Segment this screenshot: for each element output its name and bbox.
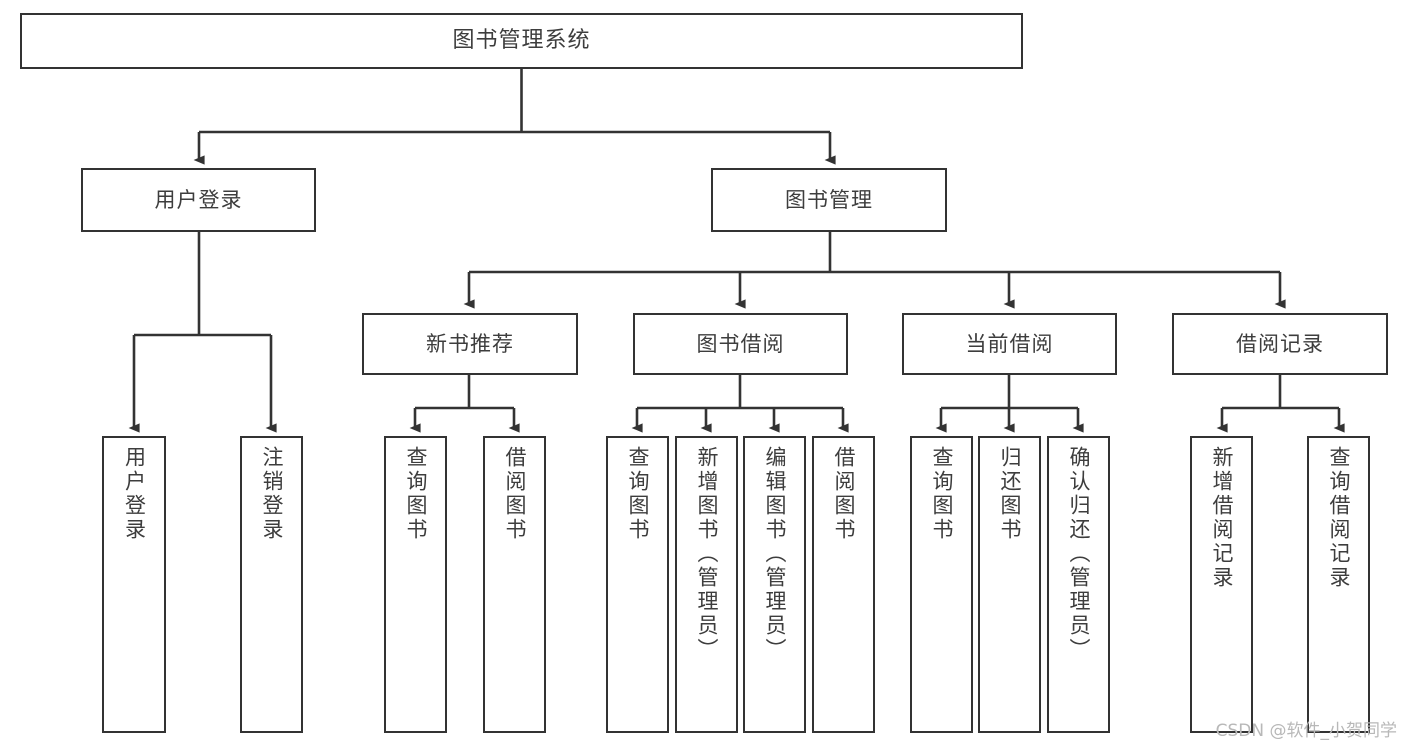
node-borrow-record-label: 借阅记录 xyxy=(1236,331,1324,356)
csdn-watermark: CSDN @软件_小贺同学 xyxy=(1215,721,1397,741)
node-leaf-return-book-label: 归还图书 xyxy=(998,446,1022,542)
node-leaf-query-book-3-label: 查询图书 xyxy=(930,446,954,542)
node-book-manage[interactable]: 图书管理 xyxy=(711,168,947,232)
node-user-login[interactable]: 用户登录 xyxy=(81,168,316,232)
node-leaf-query-book-2-label: 查询图书 xyxy=(626,446,650,542)
node-user-login-label: 用户登录 xyxy=(154,187,243,212)
node-current-borrow[interactable]: 当前借阅 xyxy=(902,313,1117,375)
node-leaf-query-book-3[interactable]: 查询图书 xyxy=(910,436,973,733)
node-new-book-recommend-label: 新书推荐 xyxy=(426,331,514,356)
node-book-manage-label: 图书管理 xyxy=(785,187,873,212)
node-leaf-add-record-label: 新增借阅记录 xyxy=(1210,446,1234,590)
node-leaf-query-record-label: 查询借阅记录 xyxy=(1327,446,1351,590)
node-leaf-query-book-2[interactable]: 查询图书 xyxy=(606,436,669,733)
node-leaf-edit-book-label: 编辑图书（管理员） xyxy=(763,446,787,662)
node-leaf-add-book[interactable]: 新增图书（管理员） xyxy=(675,436,738,733)
node-leaf-borrow-book-2[interactable]: 借阅图书 xyxy=(812,436,875,733)
node-root-label: 图书管理系统 xyxy=(452,28,591,54)
node-leaf-edit-book[interactable]: 编辑图书（管理员） xyxy=(743,436,806,733)
node-leaf-borrow-book-2-label: 借阅图书 xyxy=(832,446,856,542)
node-new-book-recommend[interactable]: 新书推荐 xyxy=(362,313,578,375)
node-current-borrow-label: 当前借阅 xyxy=(965,331,1054,356)
node-leaf-user-login-label: 用户登录 xyxy=(122,446,147,542)
node-leaf-query-book-1[interactable]: 查询图书 xyxy=(384,436,447,733)
node-book-borrow-label: 图书借阅 xyxy=(696,331,785,356)
node-leaf-add-book-label: 新增图书（管理员） xyxy=(695,446,719,662)
node-borrow-record[interactable]: 借阅记录 xyxy=(1172,313,1388,375)
node-leaf-confirm-return-label: 确认归还（管理员） xyxy=(1067,446,1091,662)
node-book-borrow[interactable]: 图书借阅 xyxy=(633,313,848,375)
node-leaf-confirm-return[interactable]: 确认归还（管理员） xyxy=(1047,436,1110,733)
node-leaf-add-record[interactable]: 新增借阅记录 xyxy=(1190,436,1253,733)
node-leaf-return-book[interactable]: 归还图书 xyxy=(978,436,1041,733)
node-leaf-borrow-book-1[interactable]: 借阅图书 xyxy=(483,436,546,733)
node-leaf-query-book-1-label: 查询图书 xyxy=(404,446,428,542)
node-leaf-user-login[interactable]: 用户登录 xyxy=(102,436,166,733)
node-leaf-user-logout-label: 注销登录 xyxy=(260,446,284,542)
node-leaf-borrow-book-1-label: 借阅图书 xyxy=(503,446,527,542)
node-leaf-query-record[interactable]: 查询借阅记录 xyxy=(1307,436,1370,733)
node-root[interactable]: 图书管理系统 xyxy=(20,13,1023,69)
node-leaf-user-logout[interactable]: 注销登录 xyxy=(240,436,303,733)
